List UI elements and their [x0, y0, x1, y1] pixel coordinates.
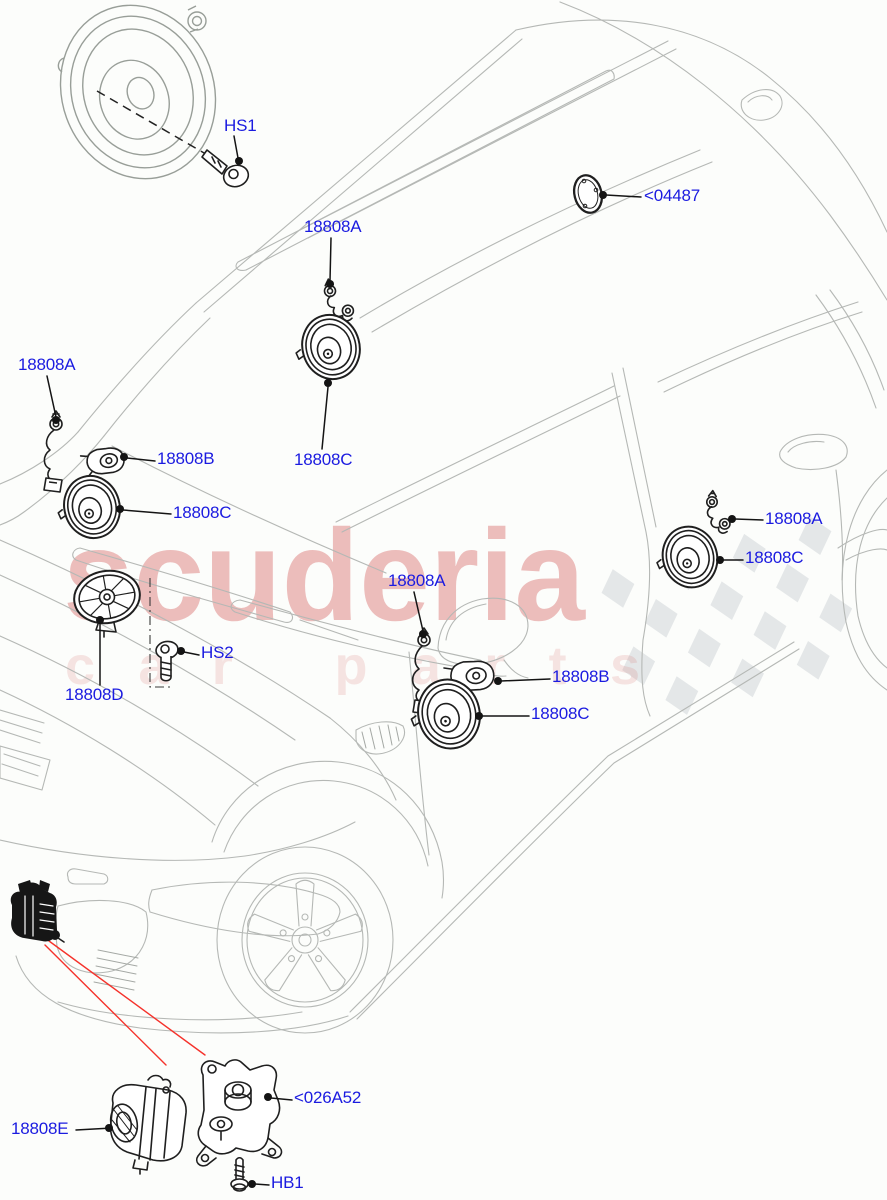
- callout-18808b-door: 18808B: [552, 667, 610, 686]
- callout-18808e: 18808E: [11, 1119, 69, 1138]
- sounder-bracket-drawing: [195, 1059, 283, 1167]
- car-outline: [0, 1, 887, 1034]
- hs1-screw-drawing: [201, 149, 250, 188]
- hs2-screw-drawing: [155, 640, 179, 682]
- hs2-axis-dashdot-line: [149, 578, 173, 688]
- callout-18808a-apillar: 18808A: [18, 355, 76, 374]
- callout-hs2: HS2: [201, 643, 234, 662]
- callout-18808a-mirror: 18808A: [388, 571, 446, 590]
- bottom-speaker-drawing: [109, 1074, 187, 1175]
- cowl-speaker-drawing: [73, 569, 141, 638]
- front-wheel: [216, 846, 394, 1034]
- callout-18808c-apillar: 18808C: [173, 503, 232, 522]
- hs1-axis-dashed-line: [96, 90, 212, 158]
- callout-leader-lines: [46, 135, 764, 1188]
- callout-18808c-door: 18808C: [531, 704, 590, 723]
- callout-04487: <04487: [644, 186, 701, 205]
- callout-18808c-rear: 18808C: [745, 548, 804, 567]
- checkered-flag-watermark: [601, 516, 853, 715]
- callout-hs1: HS1: [224, 116, 257, 135]
- hb1-bolt-drawing: [230, 1156, 249, 1192]
- front-sounder-drawing: [10, 880, 65, 943]
- callout-18808a-roof: 18808A: [304, 217, 362, 236]
- roof-grommet-drawing: [572, 174, 604, 214]
- callout-18808a-rear: 18808A: [765, 509, 823, 528]
- callout-18808c-roof: 18808C: [294, 450, 353, 469]
- red-pointer-lines: [44, 940, 206, 1066]
- callout-hb1: HB1: [271, 1173, 304, 1192]
- roof-speaker-drawing: [287, 307, 369, 389]
- rear-door-speaker-drawing: [648, 519, 726, 597]
- rear-door-harness-drawing: [703, 489, 733, 535]
- callout-026a52: <026A52: [294, 1088, 362, 1107]
- exploded-speaker-drawing: [57, 4, 217, 180]
- apillar-harness-drawing: [43, 410, 63, 493]
- callout-18808d: 18808D: [65, 685, 124, 704]
- watermark-brand-text: scuderia: [63, 502, 587, 648]
- callout-18808b-apillar: 18808B: [157, 449, 215, 468]
